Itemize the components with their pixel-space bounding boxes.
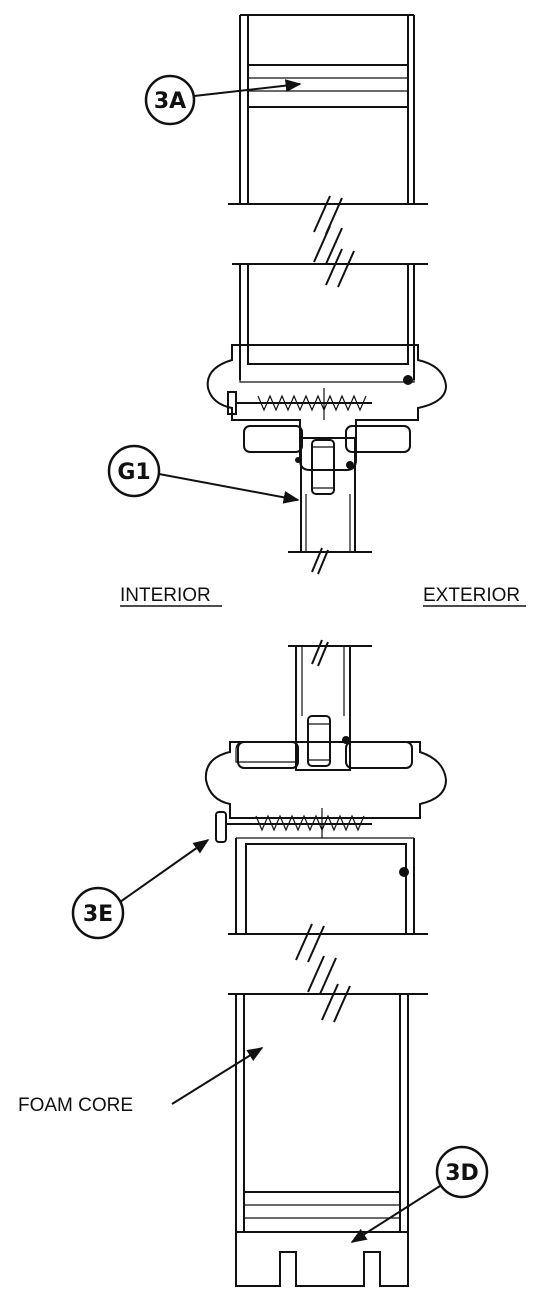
callout-3e-label: 3E	[83, 902, 113, 927]
callout-3a-label: 3A	[154, 89, 186, 114]
exterior-label: EXTERIOR	[423, 585, 520, 606]
callout-3a: 3A	[144, 74, 302, 126]
interior-label: INTERIOR	[120, 585, 211, 606]
break-mark-bottom	[295, 923, 351, 1023]
glass-frame-bottom	[204, 740, 448, 877]
panel-lower-top-section	[232, 263, 428, 380]
callout-g1: G1	[107, 444, 300, 504]
panel-upper-bottom-section	[228, 838, 428, 935]
break-mark-top	[313, 195, 355, 288]
callout-3d: 3D	[350, 1145, 489, 1243]
top-rail-section	[228, 14, 428, 205]
foam-core-callout: FOAM CORE	[18, 1047, 264, 1116]
orientation-labels: INTERIOR EXTERIOR	[120, 585, 526, 607]
glass-unit-top	[288, 437, 372, 575]
bottom-rail-section	[228, 993, 428, 1287]
foam-core-label: FOAM CORE	[18, 1095, 133, 1116]
callout-3e: 3E	[71, 839, 210, 940]
callout-3d-label: 3D	[445, 1161, 479, 1186]
callout-g1-label: G1	[117, 460, 150, 485]
glass-unit-bottom	[288, 639, 372, 771]
